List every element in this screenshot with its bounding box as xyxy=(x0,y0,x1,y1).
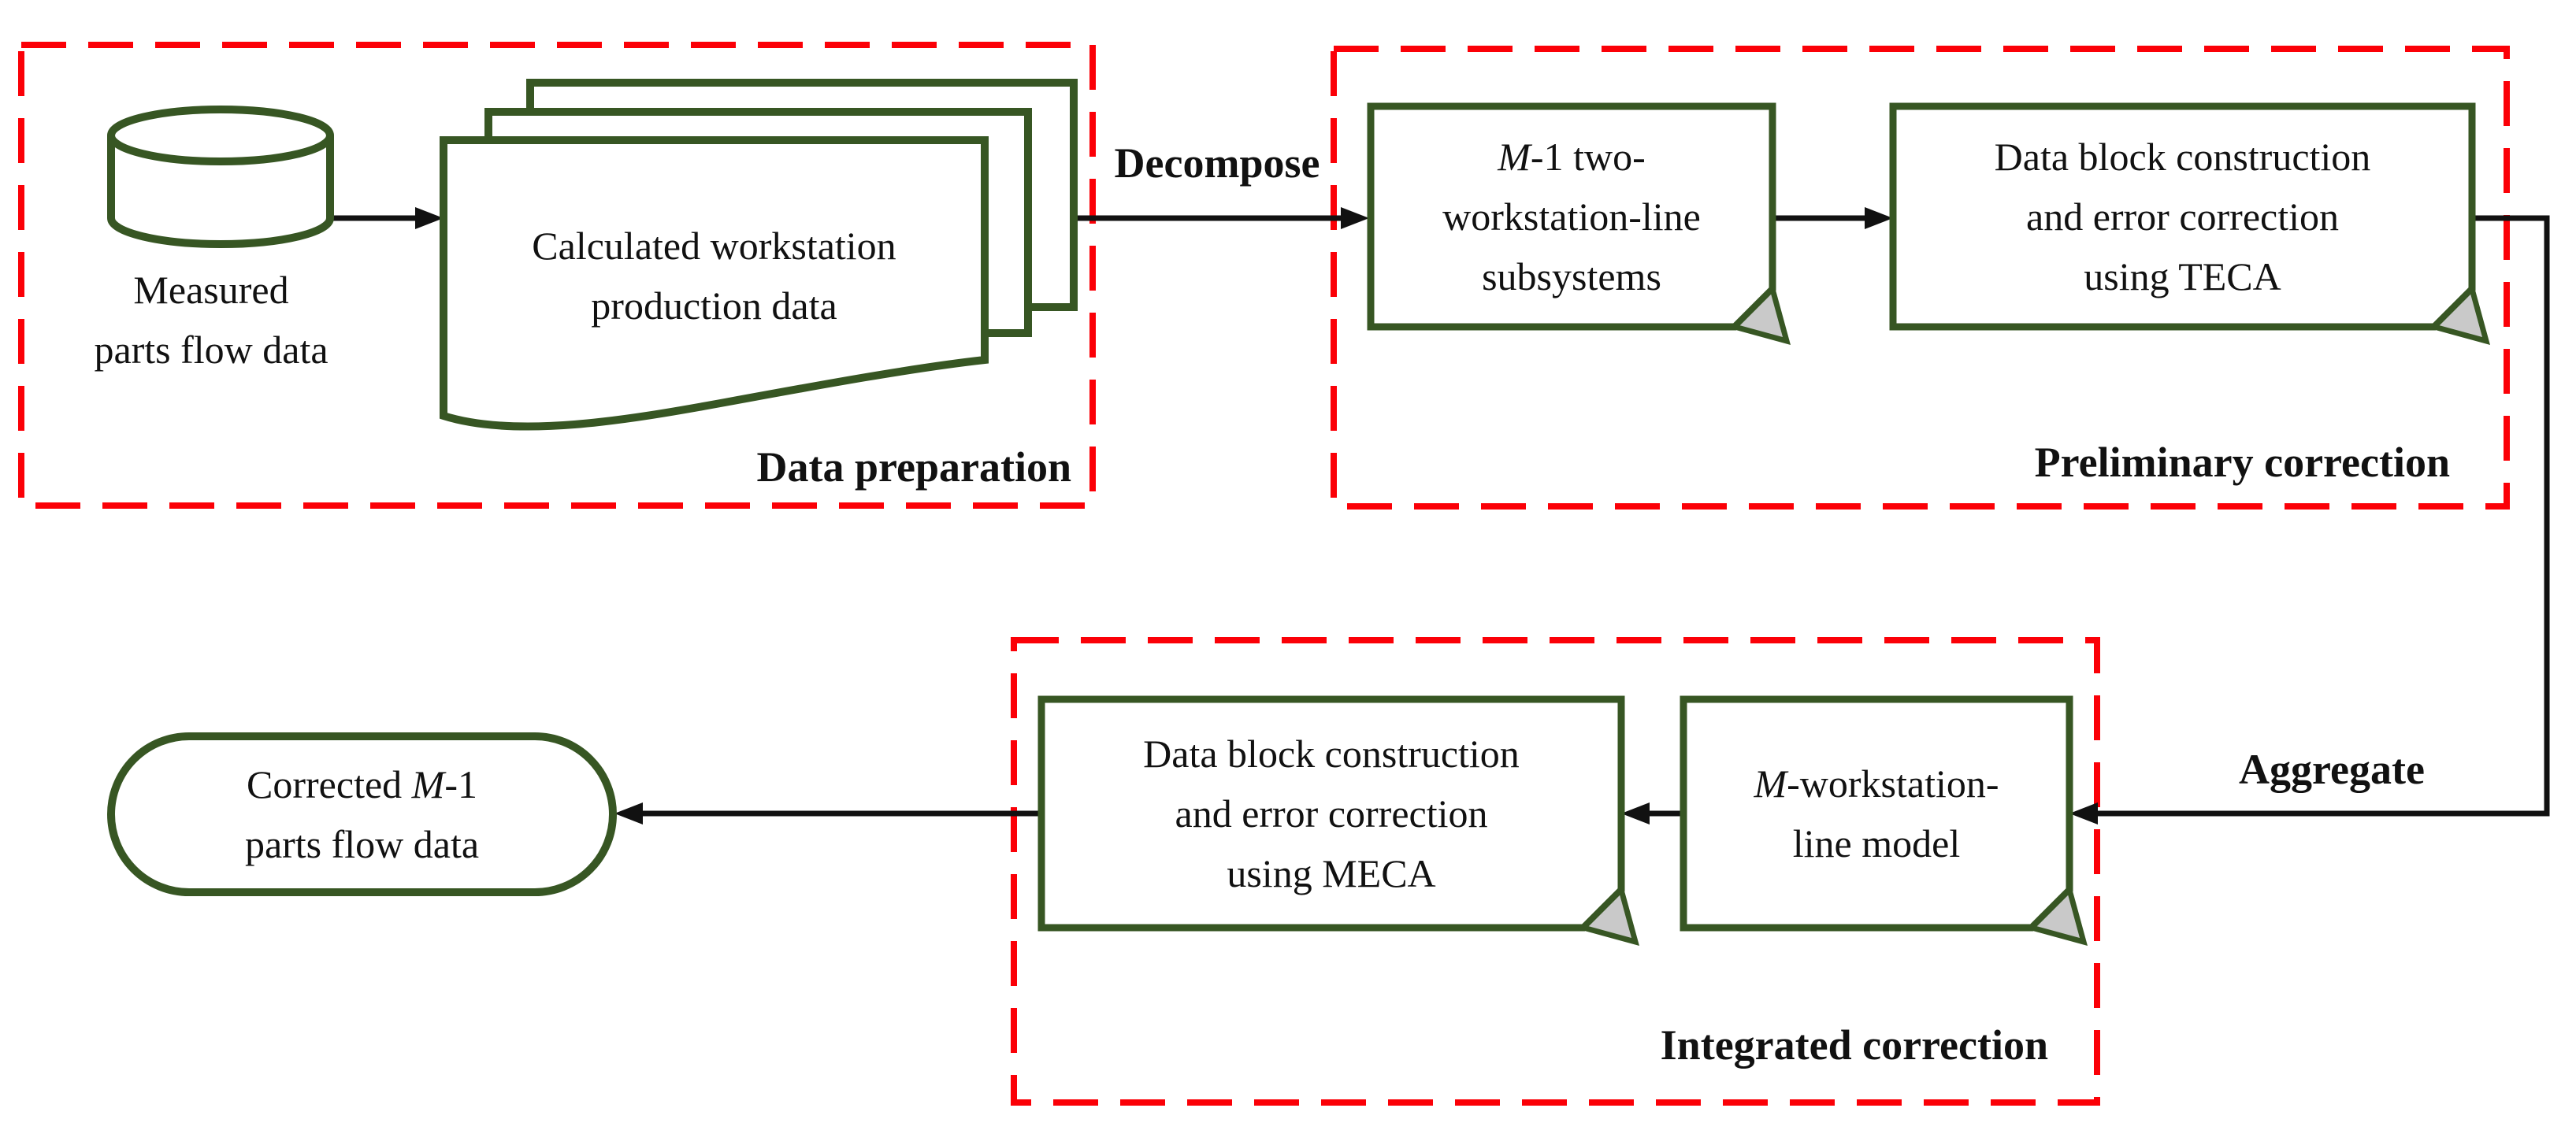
teca-label: Data block construction and error correc… xyxy=(1994,135,2371,298)
arrowhead-into-model xyxy=(2069,802,2098,825)
arrowhead-into-teca xyxy=(1865,207,1893,229)
folded-corner-icon xyxy=(1729,284,1791,345)
folded-corner-icon xyxy=(2026,884,2088,946)
arrowhead-into-documents xyxy=(415,207,444,229)
arrowhead-into-output xyxy=(614,802,643,825)
m-line-model-label: M-workstation- line model xyxy=(1754,762,1999,865)
meca-label: Data block construction and error correc… xyxy=(1143,732,1520,895)
corrected-output-terminator xyxy=(107,732,617,896)
arrowhead-into-subsystems xyxy=(1341,207,1369,229)
decompose-edge-label: Decompose xyxy=(1114,139,1320,187)
preliminary-correction-group-label: Preliminary correction xyxy=(2034,439,2450,486)
preliminary-correction-group-frame xyxy=(1331,46,2510,510)
corrected-output-label: Corrected M-1 parts flow data xyxy=(244,762,480,866)
document-stack-icon xyxy=(440,79,1078,431)
m1-subsystems-label: M-1 two- workstation-line subsystems xyxy=(1442,135,1701,298)
document-front xyxy=(440,136,989,431)
measured-data-label: Measured parts flow data xyxy=(94,268,328,372)
m-line-model-box xyxy=(1680,695,2088,946)
integrated-correction-group-frame xyxy=(1011,637,2100,1106)
calculated-data-label: Calculated workstation production data xyxy=(532,224,896,328)
database-cylinder-icon xyxy=(107,106,334,248)
data-preparation-group-label: Data preparation xyxy=(756,443,1072,491)
teca-box xyxy=(1889,102,2490,345)
folded-corner-icon xyxy=(2429,284,2490,345)
meca-box xyxy=(1037,695,1639,946)
aggregate-arrow xyxy=(2098,215,2550,817)
folded-corner-icon xyxy=(1578,884,1639,946)
aggregate-edge-label: Aggregate xyxy=(2239,746,2425,793)
data-preparation-group-frame xyxy=(18,42,1096,509)
m1-subsystems-box xyxy=(1367,102,1791,345)
arrowhead-into-meca xyxy=(1621,802,1650,825)
integrated-correction-group-label: Integrated correction xyxy=(1660,1021,2048,1069)
